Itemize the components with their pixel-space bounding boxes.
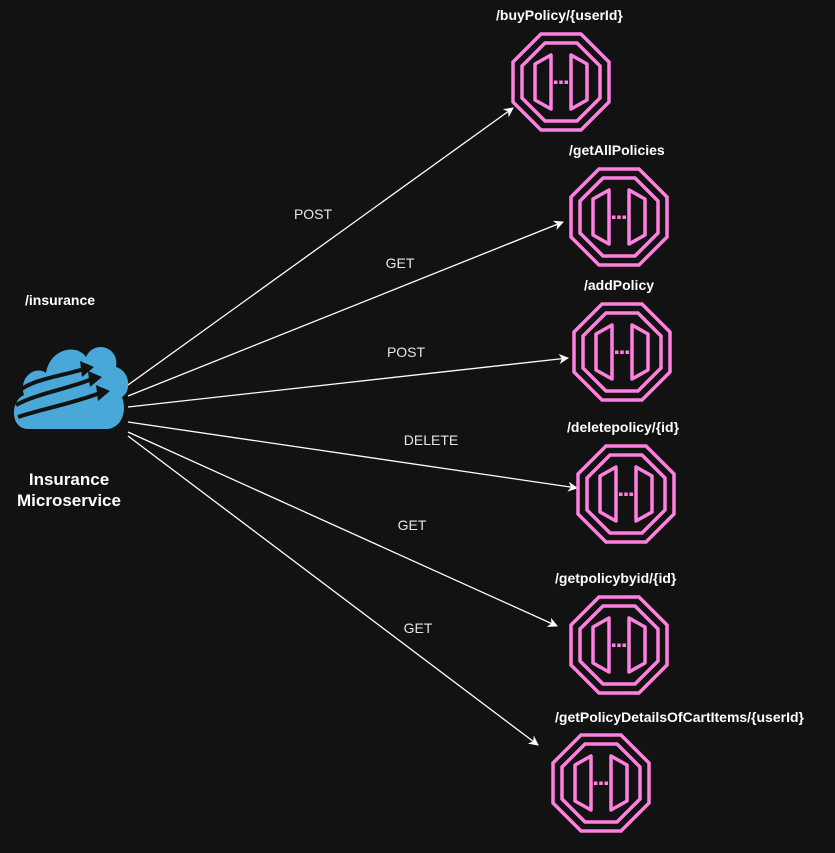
connector-add-policy bbox=[127, 354, 569, 408]
endpoint-path: /getAllPolicies bbox=[569, 142, 665, 158]
method-label-buy-policy: POST bbox=[294, 206, 333, 222]
endpoint-get-cart-items[interactable]: /getPolicyDetailsOfCartItems/{userId} bbox=[551, 709, 805, 833]
method-label-get-all-policies: GET bbox=[386, 255, 415, 271]
api-gateway-icon bbox=[569, 167, 669, 267]
connector-get-policy-by-id bbox=[127, 431, 558, 627]
method-label-get-policy-by-id: GET bbox=[398, 517, 427, 533]
endpoint-get-all-policies[interactable]: /getAllPolicies bbox=[569, 142, 669, 267]
endpoint-path: /getPolicyDetailsOfCartItems/{userId} bbox=[555, 709, 805, 725]
endpoint-add-policy[interactable]: /addPolicy bbox=[572, 277, 672, 402]
method-label-add-policy: POST bbox=[387, 344, 426, 360]
endpoint-path: /getpolicybyid/{id} bbox=[555, 570, 677, 586]
connector-delete-policy bbox=[127, 421, 578, 492]
service-name-line1: Insurance bbox=[29, 470, 109, 489]
endpoint-path: /deletepolicy/{id} bbox=[567, 419, 680, 435]
method-label-delete-policy: DELETE bbox=[404, 432, 458, 448]
api-gateway-icon bbox=[511, 32, 611, 132]
api-gateway-icon bbox=[572, 302, 672, 402]
method-label-get-cart-items: GET bbox=[404, 620, 433, 636]
connector-lines bbox=[127, 107, 578, 746]
service-base-path: /insurance bbox=[25, 292, 95, 308]
connector-get-all-policies bbox=[127, 220, 564, 397]
endpoint-path: /addPolicy bbox=[584, 277, 654, 293]
endpoint-delete-policy[interactable]: /deletepolicy/{id} bbox=[567, 419, 680, 544]
service-name-line2: Microservice bbox=[17, 491, 121, 510]
connector-get-cart-items bbox=[127, 435, 539, 746]
endpoint-path: /buyPolicy/{userId} bbox=[496, 7, 623, 23]
api-gateway-icon bbox=[576, 444, 676, 544]
api-gateway-icon bbox=[551, 733, 651, 833]
cloud-microservice-icon bbox=[13, 346, 129, 429]
connector-buy-policy bbox=[127, 107, 514, 386]
endpoint-get-policy-by-id[interactable]: /getpolicybyid/{id} bbox=[555, 570, 677, 695]
endpoint-buy-policy[interactable]: /buyPolicy/{userId} bbox=[496, 7, 623, 132]
api-gateway-icon bbox=[569, 595, 669, 695]
